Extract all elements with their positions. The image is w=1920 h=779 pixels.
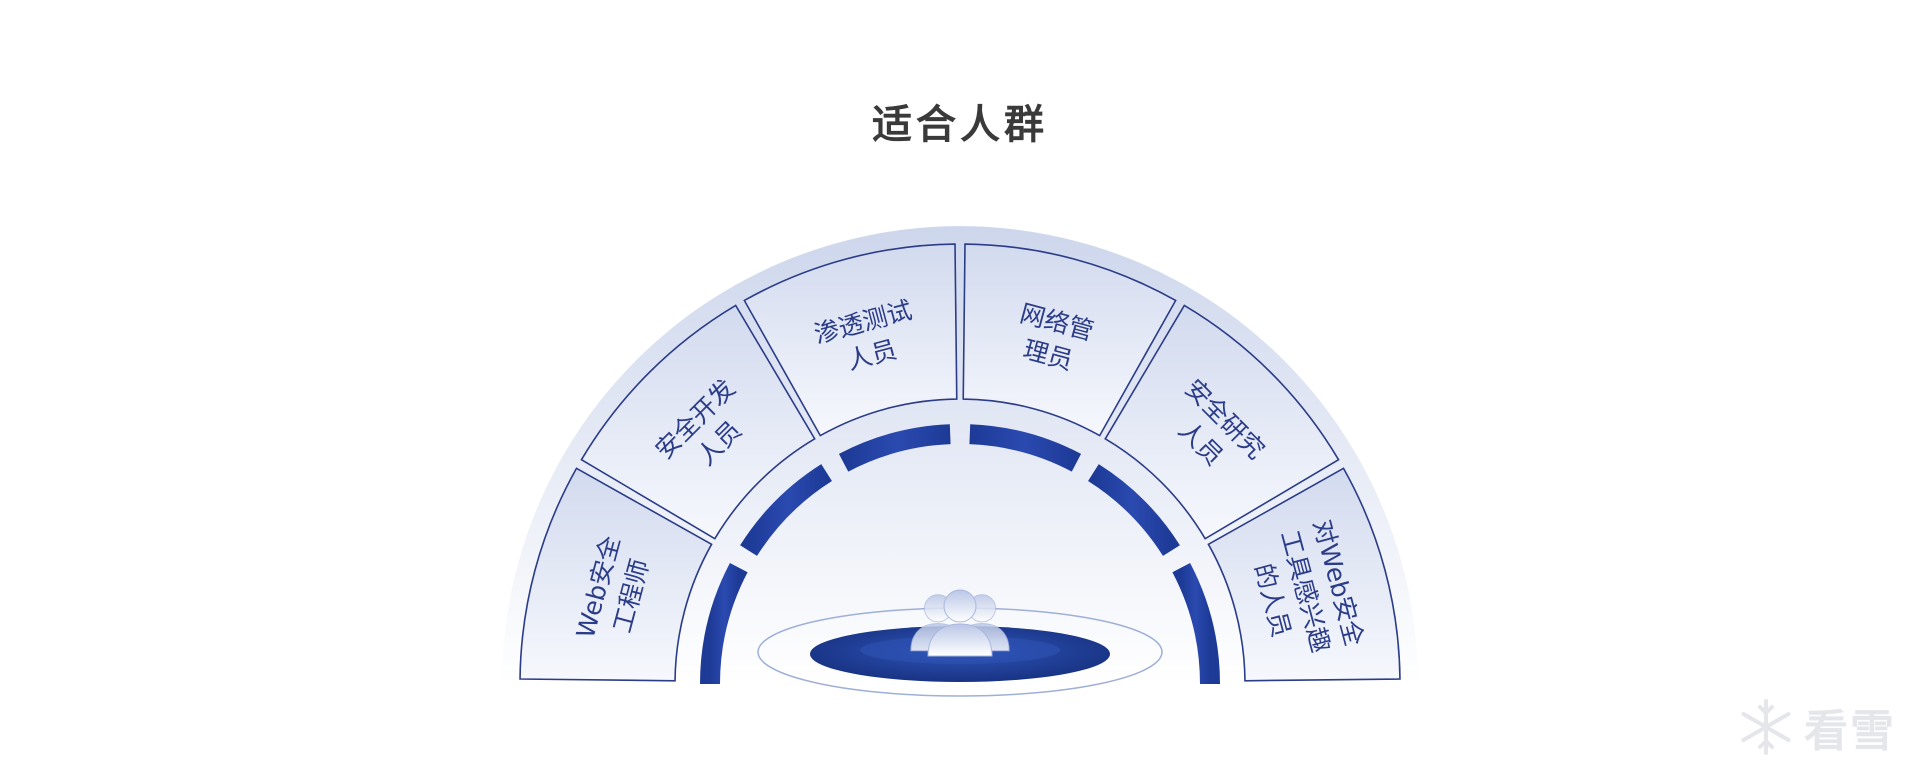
page-title: 适合人群 [872,102,1048,148]
arc-band-segment [700,562,748,685]
audience-segment: 渗透测试人员 [743,243,958,437]
audience-segment: 对Web安全工具感兴趣的人员 [1207,467,1401,682]
arc-band-segment [838,424,951,472]
audience-segment: 安全研究人员 [1104,304,1340,540]
segment-shape [519,467,713,682]
segment-shape [580,304,816,540]
segment-shape [962,243,1177,437]
audience-segment: 安全开发人员 [580,304,816,540]
arc-band-segment [969,424,1082,472]
watermark: 看雪 [1736,695,1896,759]
arc-band-segment [1087,464,1180,557]
people-group-icon [910,589,1010,657]
snowflake-icon [1741,699,1791,755]
watermark-text: 看雪 [1804,706,1896,757]
arc-band-segment [1172,562,1220,685]
arc-band-segment [740,464,833,557]
audience-segment: 网络管理员 [962,243,1177,437]
segment-shape [1207,467,1401,682]
segment-shape [743,243,958,437]
segment-shape [1104,304,1340,540]
audience-segment: Web安全工程师 [519,467,713,682]
